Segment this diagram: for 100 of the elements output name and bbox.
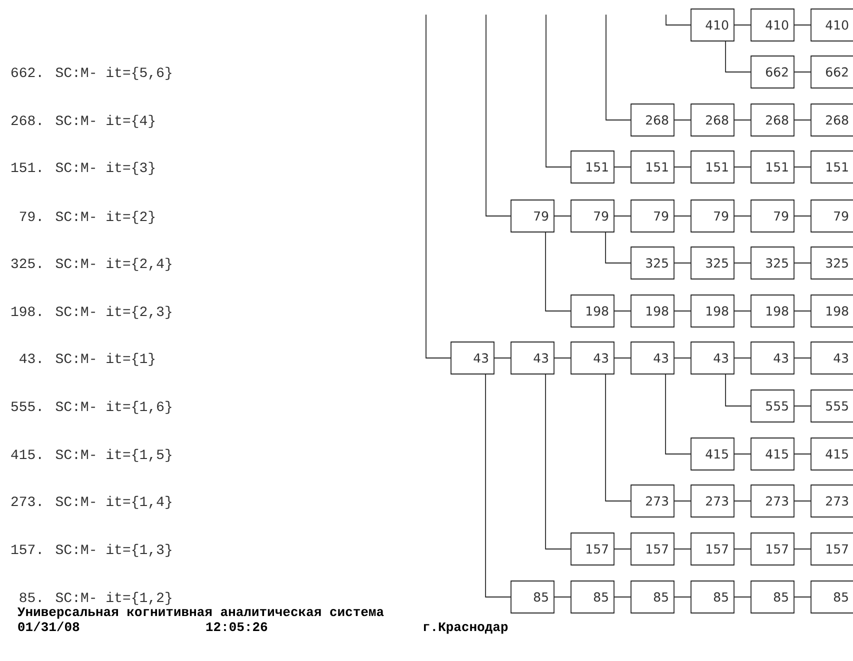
connector-line (794, 166, 811, 168)
number-box: 268 (750, 104, 794, 136)
number-box: 151 (630, 150, 674, 184)
number-box: 43 (630, 342, 674, 374)
number-box: 268 (630, 104, 674, 136)
number-box: 273 (630, 484, 674, 518)
number-box: 325 (810, 246, 853, 280)
item-label: 79. SC:M- it={2} (20, 210, 154, 224)
footer-text: г.Краснодар (424, 622, 508, 634)
number-box: 157 (630, 532, 674, 566)
number-box: 79 (750, 200, 794, 232)
number-box: 43 (570, 342, 614, 374)
connector-line (734, 500, 751, 502)
number-box: 662 (750, 56, 794, 88)
number-box: 415 (690, 438, 734, 470)
number-box: 85 (630, 580, 674, 614)
connector-line (674, 262, 691, 264)
number-box: 410 (810, 8, 853, 42)
number-box: 273 (690, 484, 734, 518)
connector-line (665, 374, 691, 454)
number-box: 273 (750, 484, 794, 518)
number-box: 198 (630, 294, 674, 328)
number-box: 79 (570, 200, 614, 232)
footer-text: 12:05:26 (206, 622, 268, 632)
item-label: 157. SC:M- it={1,3} (11, 544, 172, 557)
connector-line (605, 374, 631, 502)
number-box: 85 (810, 580, 853, 614)
item-label: 198. SC:M- it={2,3} (11, 306, 172, 319)
connector-line (486, 14, 511, 216)
number-box: 157 (810, 532, 853, 566)
connector-line (545, 232, 571, 312)
connector-line (614, 596, 631, 598)
connector-line (674, 548, 691, 550)
number-box: 555 (810, 390, 853, 422)
connector-line (794, 500, 811, 502)
number-box: 415 (750, 438, 794, 470)
connector-line (545, 374, 571, 550)
connector-line (674, 596, 691, 598)
number-box: 85 (510, 580, 554, 614)
connector-line (734, 310, 751, 312)
number-box: 85 (750, 580, 794, 614)
connector-line (485, 374, 511, 598)
connector-line (794, 310, 811, 312)
connector-line (614, 166, 631, 168)
connector-line (734, 24, 751, 26)
number-box: 325 (750, 246, 794, 280)
number-box: 268 (810, 104, 853, 136)
item-label: 268. SC:M- it={4} (11, 114, 154, 128)
connector-line (734, 548, 751, 550)
number-box: 555 (750, 390, 794, 422)
connector-line (674, 310, 691, 312)
number-box: 43 (510, 342, 554, 374)
footer-text: Универсальная когнитивная аналитическая система (17, 607, 384, 619)
number-box: 273 (810, 484, 853, 518)
connector-line (794, 262, 811, 264)
connector-line (725, 374, 751, 406)
item-label: 151. SC:M- it={3} (11, 162, 154, 175)
number-box: 325 (690, 246, 734, 280)
number-box: 157 (750, 532, 794, 566)
connector-line (674, 166, 691, 168)
footer-text: 01/31/08 (18, 622, 80, 632)
item-label: 85. SC:M- it={1,2} (20, 592, 172, 605)
connector-line (734, 166, 751, 168)
number-box: 410 (690, 8, 734, 42)
connector-line (674, 500, 691, 502)
number-box: 43 (450, 342, 494, 374)
number-box: 43 (750, 342, 794, 374)
connector-line (426, 14, 451, 358)
number-box: 79 (630, 200, 674, 232)
number-box: 151 (810, 150, 853, 184)
number-box: 325 (630, 246, 674, 280)
number-box: 662 (810, 56, 853, 88)
item-label: 662. SC:M- it={5,6} (11, 66, 172, 80)
number-box: 79 (690, 200, 734, 232)
connector-line (734, 596, 751, 598)
connector-line (606, 14, 631, 120)
number-box: 198 (690, 294, 734, 328)
connector-line (794, 548, 811, 550)
connector-line (605, 232, 631, 264)
number-box: 79 (810, 200, 853, 232)
connector-line (666, 14, 691, 26)
item-label: 555. SC:M- it={1,6} (11, 400, 172, 414)
number-box: 151 (570, 150, 614, 184)
connector-line (734, 262, 751, 264)
connector-line (794, 596, 811, 598)
item-label: 273. SC:M- it={1,4} (11, 496, 172, 509)
number-box: 151 (750, 150, 794, 184)
connector-line (614, 548, 631, 550)
number-box: 410 (750, 8, 794, 42)
connector-line (725, 41, 751, 72)
number-box: 157 (570, 532, 614, 566)
number-box: 198 (810, 294, 853, 328)
number-box: 198 (750, 294, 794, 328)
item-label: 325. SC:M- it={2,4} (11, 258, 172, 271)
number-box: 415 (810, 438, 853, 470)
number-box: 268 (690, 104, 734, 136)
item-label: 415. SC:M- it={1,5} (11, 448, 172, 462)
number-box: 85 (570, 580, 614, 614)
number-box: 43 (810, 342, 853, 374)
number-box: 85 (690, 580, 734, 614)
